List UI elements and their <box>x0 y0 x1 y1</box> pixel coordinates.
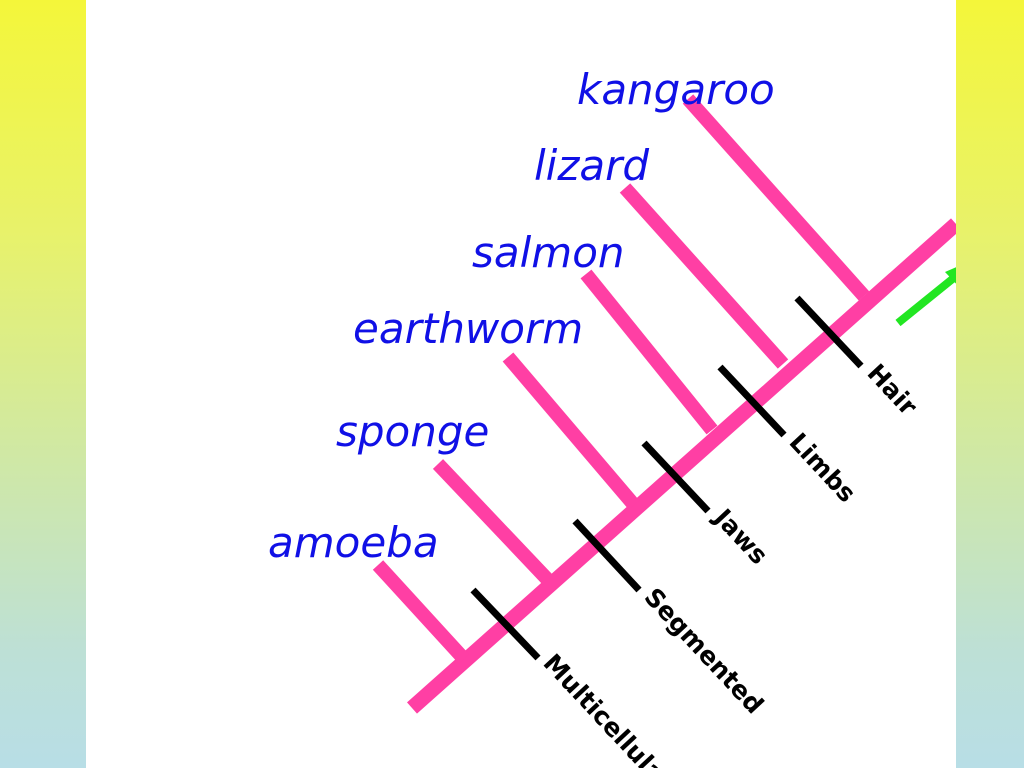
branch-salmon <box>580 269 718 435</box>
tick-jaws <box>641 440 711 514</box>
taxon-label-kangaroo: kangaroo <box>577 65 775 114</box>
tick-segmented <box>572 518 642 593</box>
taxon-label-lizard: lizard <box>534 141 649 190</box>
tick-limbs <box>717 364 787 438</box>
trait-label-multicellular: Multicellular <box>538 648 680 768</box>
tick-multicellular <box>470 587 541 661</box>
taxon-label-sponge: sponge <box>336 407 489 456</box>
taxon-label-salmon: salmon <box>472 228 625 277</box>
branch-kangaroo <box>682 94 870 301</box>
tick-hair <box>794 295 864 369</box>
cladogram-trunk <box>407 218 956 714</box>
branch-lizard <box>619 183 789 369</box>
branch-amoeba <box>372 560 470 664</box>
trait-label-hair: Hair <box>862 358 924 421</box>
branch-sponge <box>432 459 554 585</box>
cladogram-diagram: amoeba sponge earthworm salmon lizard ka… <box>268 65 956 768</box>
taxon-label-amoeba: amoeba <box>268 518 439 567</box>
trait-label-jaws: Jaws <box>707 502 773 570</box>
taxon-label-earthworm: earthworm <box>353 304 583 353</box>
trait-label-limbs: Limbs <box>784 427 862 508</box>
trait-label-segmented: Segmented <box>639 582 770 719</box>
slide-panel: amoeba sponge earthworm salmon lizard ka… <box>86 0 956 768</box>
branch-earthworm <box>502 352 640 510</box>
green-arrow-icon <box>895 267 956 327</box>
